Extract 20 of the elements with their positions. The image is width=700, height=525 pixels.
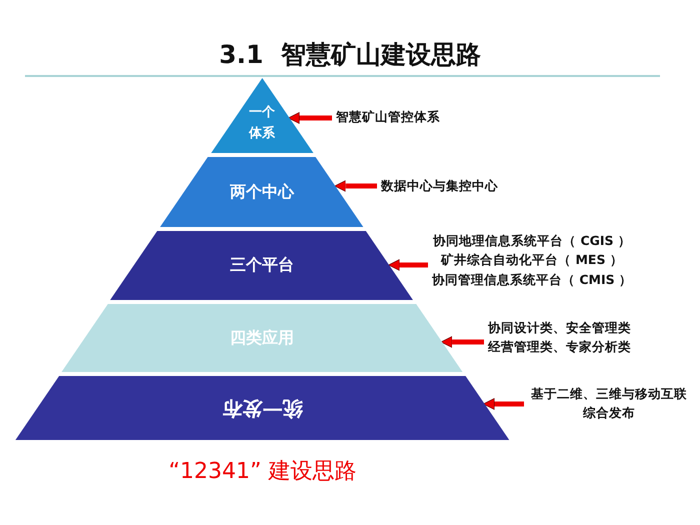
tier-label: 四类应用 xyxy=(228,328,295,349)
tier-label: 两个中心 xyxy=(228,182,296,203)
arrow xyxy=(440,336,484,348)
annotation-text: 协同设计类、安全管理类 xyxy=(488,319,631,337)
arrow xyxy=(388,259,428,271)
annotation-text: 智慧矿山管控体系 xyxy=(336,108,440,126)
annotation-text: 基于二维、三维与移动互联综合发布 xyxy=(530,385,688,422)
tier-label: 三个平台 xyxy=(228,255,295,276)
annotation-text: 矿井综合自动化平台（ MES ） xyxy=(440,251,624,270)
tier-label: 一个体系 xyxy=(248,104,276,143)
annotation-text: 经营管理类、专家分析类 xyxy=(488,338,631,356)
tier-label: 统一发布 xyxy=(220,396,304,422)
caption: “12341” 建设思路 xyxy=(168,458,358,486)
annotation-text: 协同地理信息系统平台（ CGIS ） xyxy=(432,232,632,250)
arrow xyxy=(483,398,524,410)
title: 3.1 智慧矿山建设思路 xyxy=(218,39,482,71)
annotation-text: 数据中心与集控中心 xyxy=(381,177,498,195)
arrow xyxy=(288,112,332,124)
arrow xyxy=(334,180,377,192)
annotation-text: 协同管理信息系统平台（ CMIS ） xyxy=(432,270,632,289)
